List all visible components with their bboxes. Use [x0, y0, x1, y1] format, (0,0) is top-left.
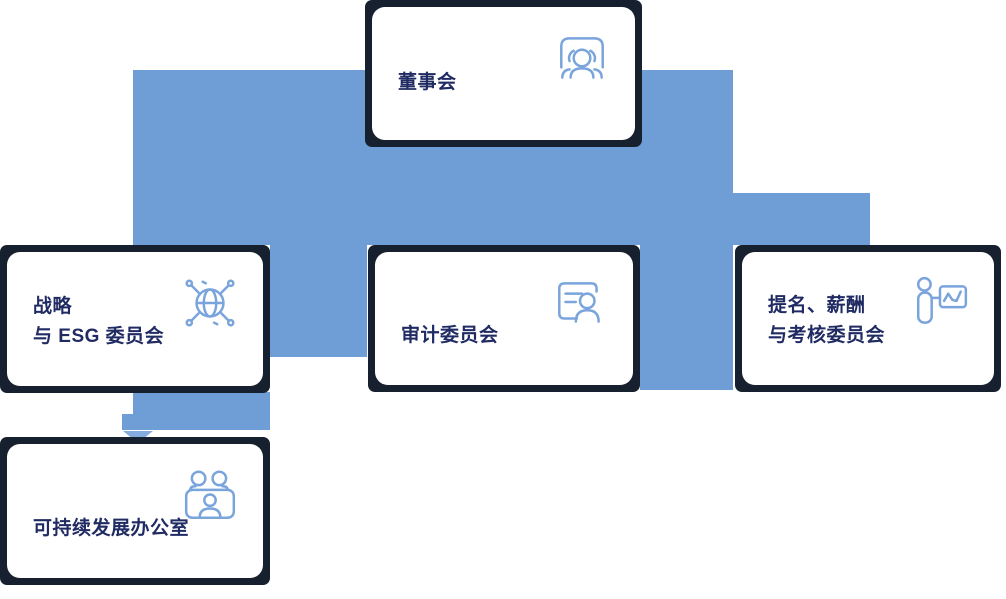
- nomination-label-line1: 提名、薪酬: [768, 295, 866, 316]
- strategy-esg-label-line2: 与 ESG 委员会: [33, 326, 165, 347]
- id-card-person-icon: [551, 274, 609, 332]
- connector-band-left-gap: [270, 245, 367, 357]
- people-group-icon: [553, 29, 611, 87]
- audit-label: 审计委员会: [401, 325, 499, 346]
- nomination-label-line2: 与考核委员会: [768, 325, 886, 346]
- presenter-chart-icon: [912, 274, 970, 332]
- connector-band-left-lower-strip: [122, 414, 270, 430]
- org-node-audit: 审计委员会: [368, 245, 640, 392]
- org-node-nomination: 提名、薪酬 与考核委员会: [735, 245, 1001, 392]
- connector-band-left-lower: [133, 392, 270, 416]
- board-label: 董事会: [398, 72, 457, 93]
- connector-band-right-gap: [640, 245, 733, 390]
- board-card: 董事会: [372, 7, 635, 140]
- audit-card: 审计委员会: [375, 252, 633, 385]
- org-node-sustainability-office: 可持续发展办公室: [0, 437, 270, 585]
- nomination-card: 提名、薪酬 与考核委员会: [742, 252, 994, 385]
- org-node-board: 董事会: [365, 0, 642, 147]
- strategy-esg-label-line1: 战略: [33, 296, 73, 317]
- nomination-label: 提名、薪酬 与考核委员会: [768, 291, 885, 351]
- sustainability-office-card: 可持续发展办公室: [7, 444, 263, 578]
- org-node-strategy-esg: 战略 与 ESG 委员会: [0, 245, 270, 393]
- meeting-people-icon: [181, 466, 239, 524]
- connector-band-right-branch: [733, 193, 870, 245]
- sustainability-office-label: 可持续发展办公室: [33, 518, 190, 539]
- globe-network-icon: [181, 274, 239, 332]
- strategy-esg-card: 战略 与 ESG 委员会: [7, 252, 263, 386]
- strategy-esg-label: 战略 与 ESG 委员会: [33, 292, 164, 352]
